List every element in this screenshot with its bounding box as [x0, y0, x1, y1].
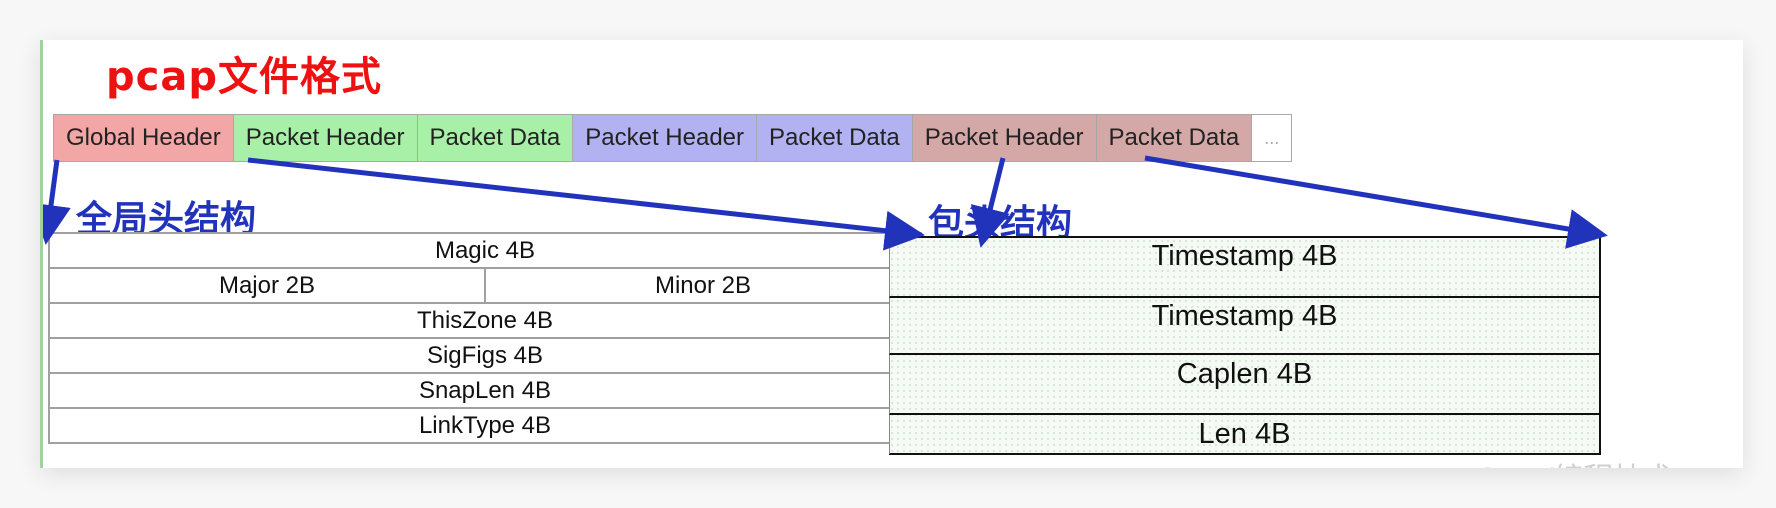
packet-header-table: Timestamp 4B Timestamp 4B Caplen 4B Len …	[889, 236, 1601, 455]
diagram-title: pcap文件格式	[106, 54, 382, 100]
watermark: CSDN @L...(编程技术	[1378, 454, 1673, 468]
segment-packet-data-1: Packet Data	[417, 115, 574, 161]
segment-packet-header-3: Packet Header	[912, 115, 1097, 161]
table-row: LinkType 4B	[48, 407, 922, 444]
pcap-segment-bar: Global Header Packet Header Packet Data …	[53, 114, 1293, 162]
arrow-packet-right	[1144, 155, 1608, 249]
field-snaplen: SnapLen 4B	[48, 372, 922, 409]
field-thiszone: ThisZone 4B	[48, 302, 922, 339]
segment-ellipsis: ...	[1252, 115, 1292, 161]
table-row: SnapLen 4B	[48, 372, 922, 409]
arrow-global-left	[43, 159, 71, 245]
table-row: SigFigs 4B	[48, 337, 922, 374]
table-row: Magic 4B	[48, 232, 922, 269]
field-major: Major 2B	[48, 267, 486, 304]
global-header-table: Magic 4B Major 2B Minor 2B ThisZone 4B S…	[48, 232, 922, 444]
field-timestamp-seconds: Timestamp 4B	[889, 238, 1601, 298]
field-len: Len 4B	[889, 415, 1601, 455]
arrow-global-right	[247, 157, 925, 251]
field-sigfigs: SigFigs 4B	[48, 337, 922, 374]
segment-packet-header-1: Packet Header	[233, 115, 418, 161]
segment-packet-data-3: Packet Data	[1096, 115, 1253, 161]
segment-packet-data-2: Packet Data	[757, 115, 913, 161]
segment-global-header: Global Header	[54, 115, 234, 161]
field-timestamp-microseconds: Timestamp 4B	[889, 298, 1601, 355]
field-minor: Minor 2B	[484, 267, 922, 304]
field-caplen: Caplen 4B	[889, 355, 1601, 415]
field-magic: Magic 4B	[48, 232, 922, 269]
segment-packet-header-2: Packet Header	[573, 115, 758, 161]
table-row: ThisZone 4B	[48, 302, 922, 339]
field-linktype: LinkType 4B	[48, 407, 922, 444]
diagram-card: pcap文件格式 Global Header Packet Header Pac…	[40, 40, 1743, 468]
table-row: Major 2B Minor 2B	[48, 267, 922, 304]
